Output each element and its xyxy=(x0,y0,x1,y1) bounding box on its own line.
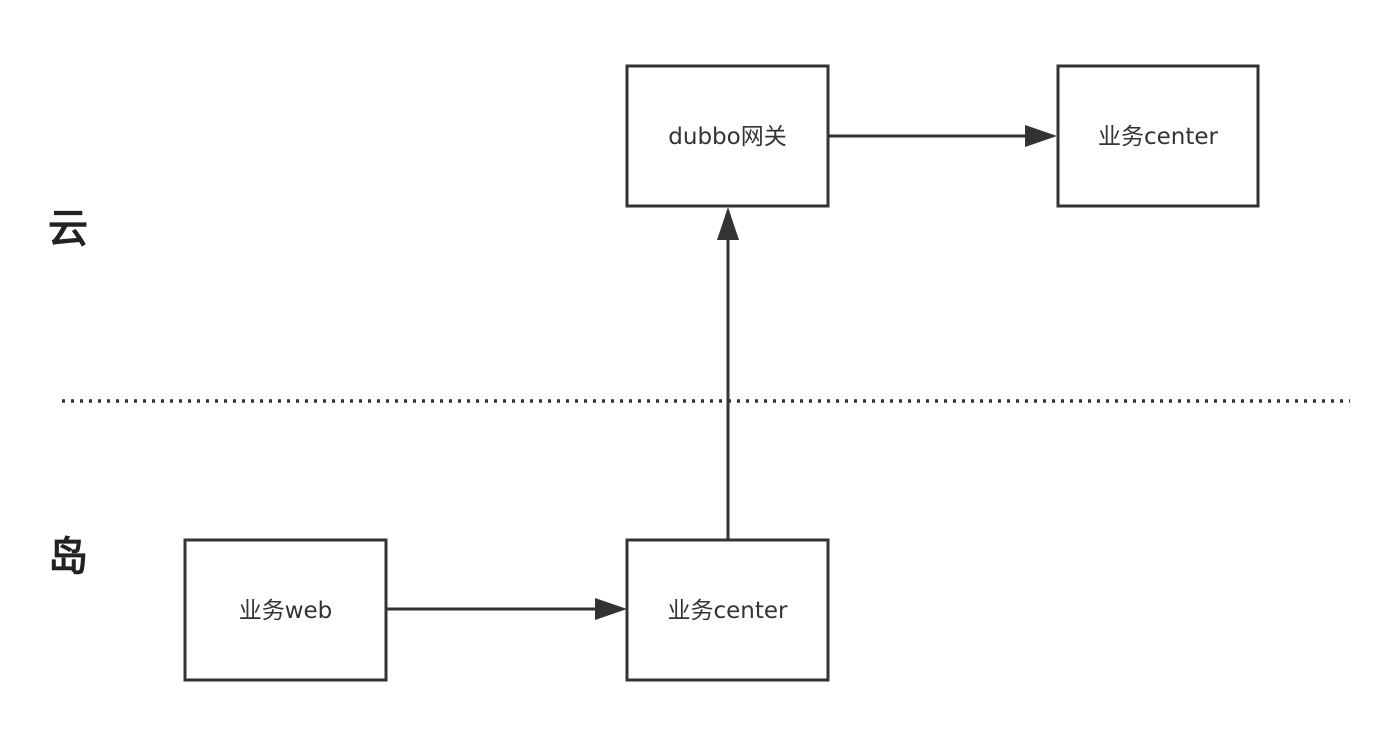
arrowhead-web-to-island-center xyxy=(595,598,627,620)
node-box xyxy=(1056,64,1260,208)
node-label: 业务center xyxy=(1098,124,1219,150)
node-label: 业务web xyxy=(239,598,333,624)
node-box xyxy=(183,538,388,682)
node-island-business-center[interactable]: 业务center xyxy=(625,538,830,682)
zone-label-island: 岛 xyxy=(48,534,88,580)
node-box xyxy=(625,64,830,208)
node-dubbo-gateway[interactable]: dubbo网关 xyxy=(625,64,830,208)
node-island-business-web[interactable]: 业务web xyxy=(183,538,388,682)
node-box xyxy=(625,538,830,682)
node-label: dubbo网关 xyxy=(668,124,786,150)
arrowhead-gateway-to-cloud-center xyxy=(1025,125,1057,147)
node-label: 业务center xyxy=(668,598,789,624)
zone-label-cloud: 云 xyxy=(48,206,88,252)
arrowhead-island-center-to-gateway xyxy=(717,207,739,240)
node-cloud-business-center[interactable]: 业务center xyxy=(1056,64,1260,208)
